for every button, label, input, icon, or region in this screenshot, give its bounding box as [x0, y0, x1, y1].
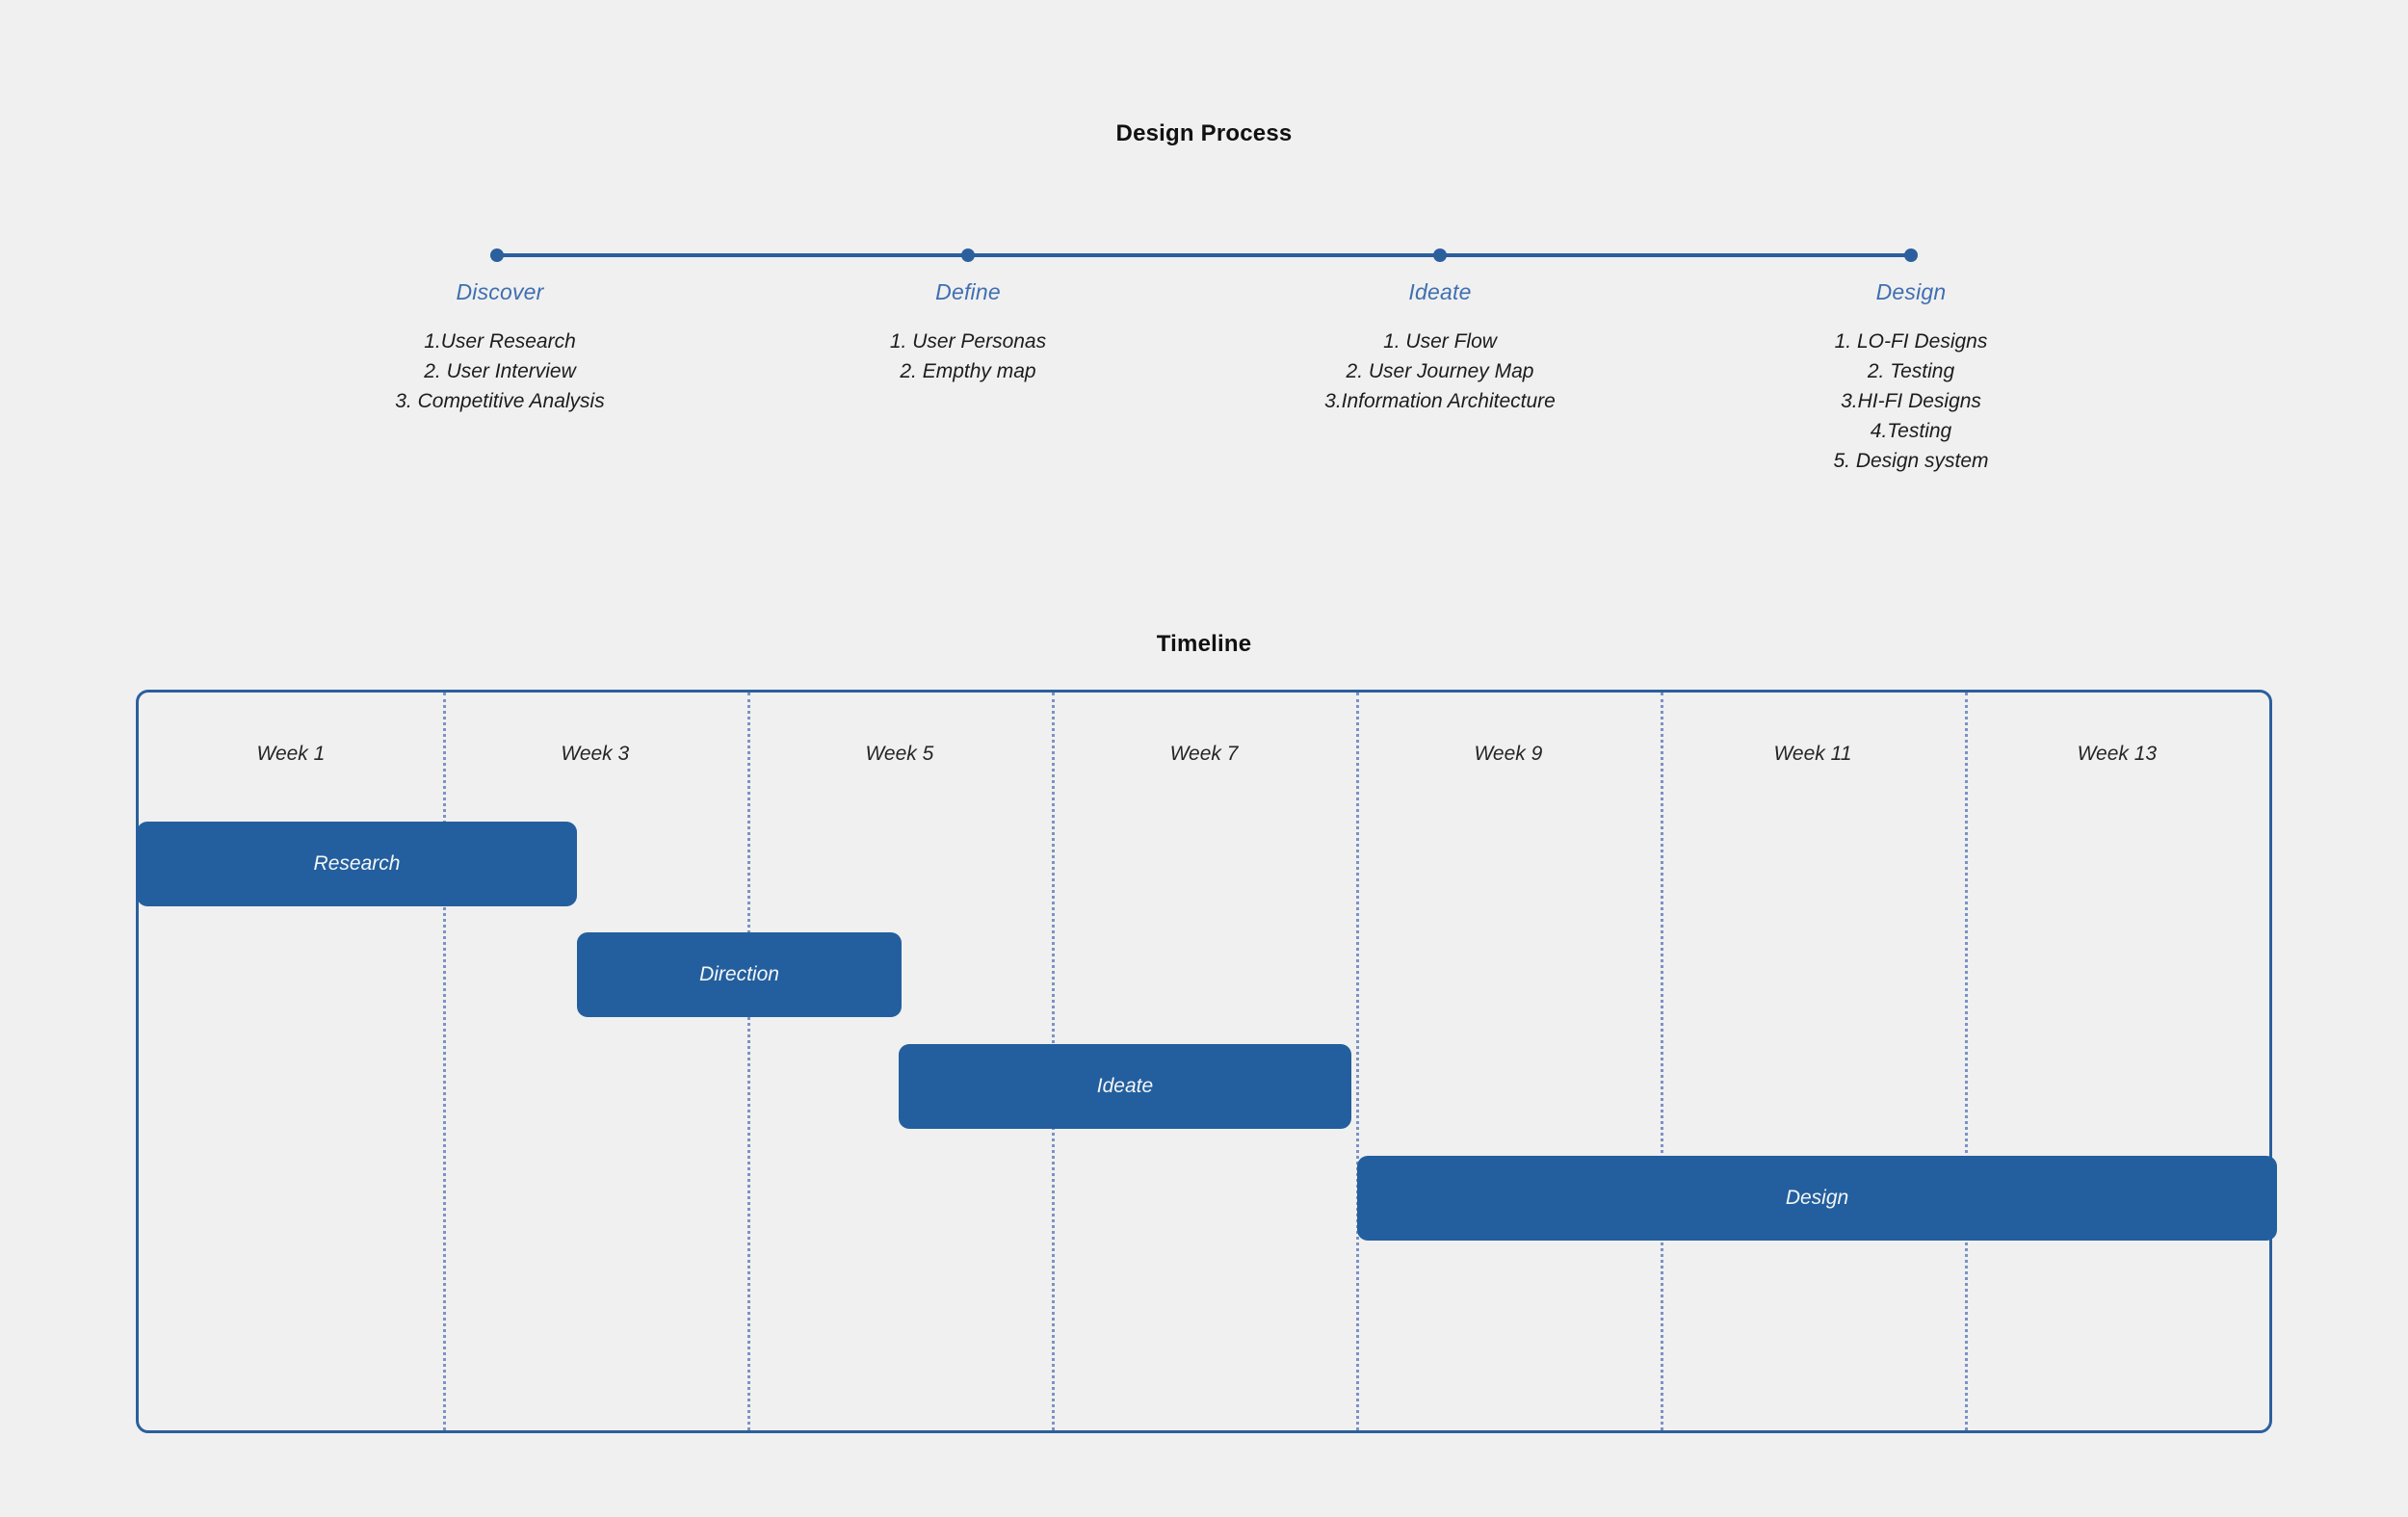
process-stage-discover: Discover 1.User Research 2. User Intervi… [298, 279, 702, 416]
week-label: Week 1 [256, 743, 326, 765]
week-label: Week 9 [1474, 743, 1543, 765]
process-stage-label: Ideate [1408, 279, 1472, 304]
process-item: 3. Competitive Analysis [395, 390, 605, 413]
week-label: Week 3 [561, 743, 630, 765]
process-item: 2. User Journey Map [1346, 360, 1534, 383]
week-label: Week 7 [1169, 743, 1239, 765]
process-stage-define: Define 1. User Personas 2. Empthy map [766, 279, 1170, 386]
process-dot-discover [490, 248, 504, 262]
process-item: 2. Empthy map [900, 360, 1036, 383]
process-item: 1. User Personas [889, 330, 1047, 353]
process-stage-label: Define [935, 279, 1001, 304]
process-timeline-line [490, 248, 1918, 262]
grid-divider [746, 693, 750, 1430]
process-stage-label: Design [1875, 279, 1947, 304]
gantt-bar-label: Direction [699, 963, 779, 985]
process-stage-label: Discover [456, 279, 544, 304]
process-item: 1. LO-FI Designs [1834, 330, 1988, 353]
process-dot-ideate [1433, 248, 1447, 262]
process-stage-items: 1. User Flow 2. User Journey Map 3.Infor… [1238, 327, 1642, 416]
grid-divider [1660, 693, 1663, 1430]
process-stage-items: 1. LO-FI Designs 2. Testing 3.HI-FI Desi… [1709, 327, 2113, 476]
gantt-bar-ideate[interactable]: Ideate [899, 1044, 1351, 1129]
process-item: 4.Testing [1870, 420, 1952, 443]
grid-divider [442, 693, 446, 1430]
gantt-bar-research[interactable]: Research [137, 822, 577, 906]
process-stage-items: 1.User Research 2. User Interview 3. Com… [298, 327, 702, 416]
process-stage-design: Design 1. LO-FI Designs 2. Testing 3.HI-… [1709, 279, 2113, 476]
process-line-track [497, 253, 1911, 257]
process-item: 1.User Research [424, 330, 576, 353]
gantt-bar-label: Ideate [1096, 1075, 1154, 1097]
page-title-design-process: Design Process [1115, 120, 1293, 146]
process-stage-items: 1. User Personas 2. Empthy map [766, 327, 1170, 386]
gantt-bar-label: Research [313, 852, 401, 875]
timeline-gantt-chart: Week 1 Week 3 Week 5 Week 7 Week 9 Week … [136, 690, 2277, 1433]
week-label: Week 13 [2077, 743, 2158, 765]
process-item: 3.Information Architecture [1324, 390, 1556, 413]
process-item: 3.HI-FI Designs [1841, 390, 1981, 413]
page-title-timeline: Timeline [1156, 631, 1252, 657]
process-dot-define [961, 248, 975, 262]
grid-divider [1355, 693, 1359, 1430]
process-item: 1. User Flow [1383, 330, 1497, 353]
gantt-bar-label: Design [1785, 1187, 1849, 1209]
week-label: Week 5 [865, 743, 934, 765]
timeline-week-header: Week 1 Week 3 Week 5 Week 7 Week 9 Week … [139, 693, 2269, 818]
grid-divider [1964, 693, 1968, 1430]
week-label: Week 11 [1773, 743, 1852, 765]
process-item: 5. Design system [1833, 450, 1989, 473]
gantt-bar-design[interactable]: Design [1357, 1156, 2277, 1241]
process-item: 2. Testing [1867, 360, 1955, 383]
gantt-bar-direction[interactable]: Direction [577, 932, 902, 1017]
design-process-section: Design Process Discover 1.User Research … [0, 0, 2408, 597]
process-item: 2. User Interview [424, 360, 576, 383]
process-stage-ideate: Ideate 1. User Flow 2. User Journey Map … [1238, 279, 1642, 416]
process-dot-design [1904, 248, 1918, 262]
